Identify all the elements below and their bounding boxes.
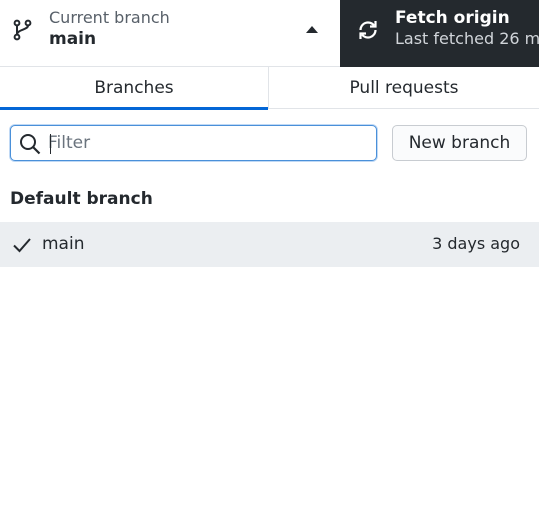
git-branch-icon [13, 19, 32, 41]
fetch-origin-subtitle: Last fetched 26 mi [395, 29, 539, 48]
tab-pull-requests[interactable]: Pull requests [268, 67, 539, 109]
caret-up-icon [306, 26, 318, 33]
filter-box [10, 125, 377, 161]
tab-branches[interactable]: Branches [0, 67, 268, 110]
tab-pull-requests-label: Pull requests [349, 78, 459, 98]
default-branch-header: Default branch [10, 189, 153, 209]
toolbar: Current branch main Fetch origin Last fe… [0, 0, 539, 67]
branch-last-updated: 3 days ago [432, 234, 520, 253]
text-cursor [50, 134, 51, 154]
current-branch-caption: Current branch [49, 8, 170, 27]
current-branch-text: Current branch main [49, 8, 170, 50]
branch-list-item[interactable]: main 3 days ago [0, 222, 539, 267]
sync-icon [359, 21, 377, 39]
new-branch-button[interactable]: New branch [392, 125, 527, 161]
current-branch-name: main [49, 29, 97, 49]
tab-branches-label: Branches [94, 78, 174, 98]
filter-input[interactable] [48, 130, 368, 156]
fetch-origin-title: Fetch origin [395, 8, 510, 28]
check-icon [13, 238, 31, 253]
filter-row: New branch [0, 124, 539, 164]
fetch-origin-text: Fetch origin Last fetched 26 mi [395, 7, 539, 49]
fetch-origin-button[interactable]: Fetch origin Last fetched 26 mi [340, 0, 539, 67]
branch-tabs: Branches Pull requests [0, 67, 539, 110]
branch-name: main [42, 234, 85, 254]
search-icon [20, 134, 41, 155]
current-branch-button[interactable]: Current branch main [0, 0, 340, 66]
tab-selected-indicator [0, 107, 268, 110]
